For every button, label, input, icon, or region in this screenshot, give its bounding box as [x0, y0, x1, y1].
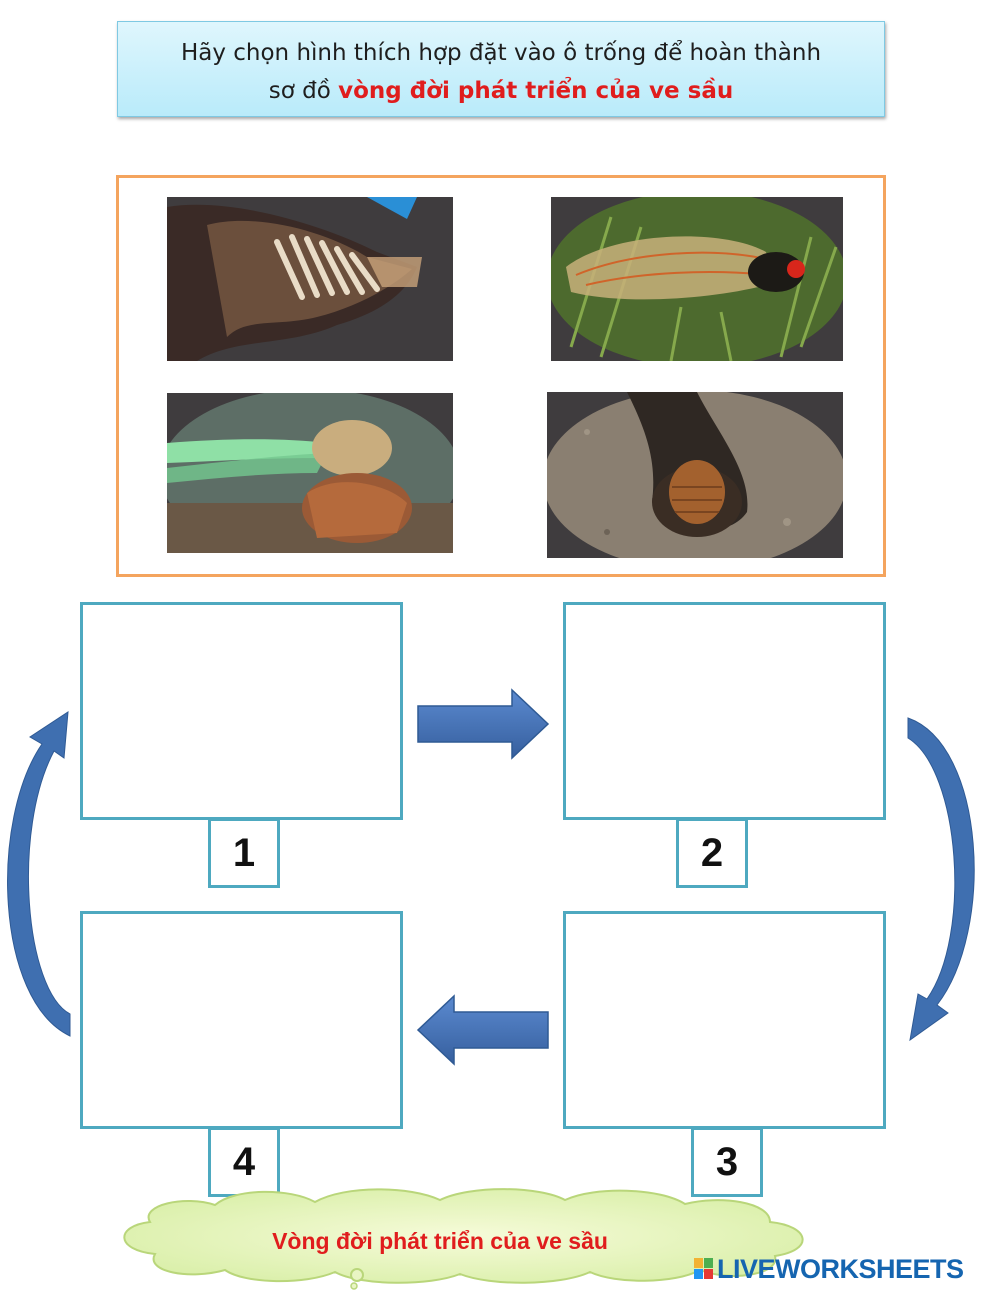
slot-number-1: 1 [208, 818, 280, 888]
brand-watermark: LIVEWORKSHEETS [694, 1253, 964, 1285]
liveworksheets-logo-icon [694, 1256, 714, 1282]
nymph-in-burrow-photo[interactable] [547, 392, 843, 558]
instruction-banner: Hãy chọn hình thích hợp đặt vào ô trống … [117, 21, 885, 117]
drop-slot-2[interactable] [563, 602, 886, 820]
adult-cicada-photo[interactable] [551, 197, 843, 361]
slot-number-2: 2 [676, 818, 748, 888]
arrow-left-icon [418, 996, 548, 1064]
arrow-right-icon [418, 690, 548, 758]
slot-number-3: 3 [691, 1127, 763, 1197]
curved-arrow-up-icon [8, 712, 70, 1036]
eggs-in-twig-photo[interactable] [167, 197, 453, 361]
curved-arrow-down-icon [908, 718, 974, 1040]
instruction-line-2: sơ đồ vòng đời phát triển của ve sầu [118, 72, 884, 110]
slot-number-4: 4 [208, 1127, 280, 1197]
drop-slot-4[interactable] [80, 911, 403, 1129]
image-bank [116, 175, 886, 577]
brand-name: LIVEWORKSHEETS [717, 1254, 964, 1285]
instruction-line-1: Hãy chọn hình thích hợp đặt vào ô trống … [118, 34, 884, 72]
drop-slot-3[interactable] [563, 911, 886, 1129]
cicada-molting-photo[interactable] [167, 393, 453, 553]
instruction-line-2-prefix: sơ đồ [269, 78, 338, 104]
drop-slot-1[interactable] [80, 602, 403, 820]
caption-text: Vòng đời phát triển của ve sầu [160, 1228, 720, 1255]
instruction-highlight: vòng đời phát triển của ve sầu [338, 78, 733, 104]
